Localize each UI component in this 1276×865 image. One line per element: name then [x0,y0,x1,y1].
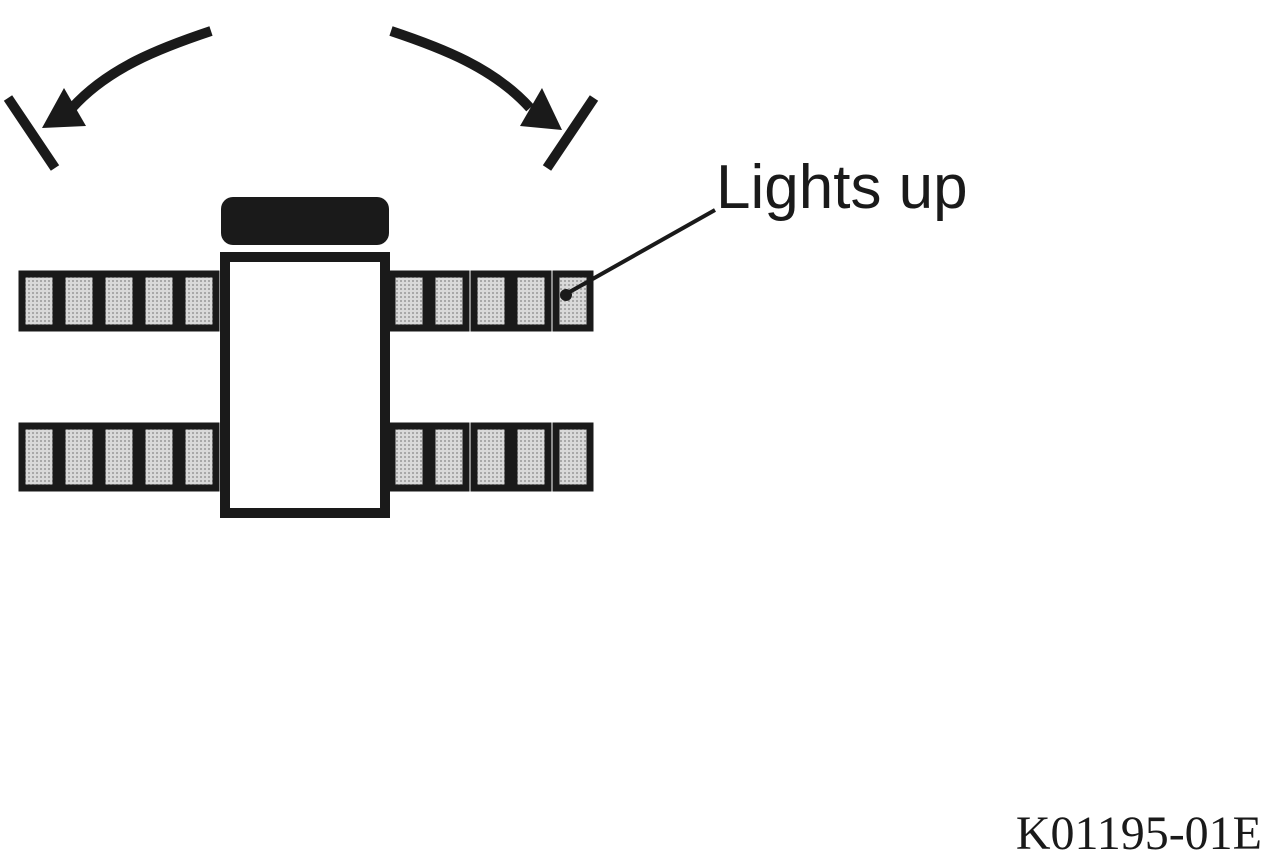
top-segment-8 [470,270,512,332]
bottom-segment-5 [178,422,220,492]
bottom-segment-6 [388,422,430,492]
bottom-segment-4 [138,422,180,492]
top-segment-9 [510,270,552,332]
lit-segment-dot [560,289,572,301]
top-segment-4 [138,270,180,332]
pointer-head [221,197,389,245]
figure-id: K01195-01E [1015,807,1262,860]
callout-leader-line [565,208,716,296]
bottom-segment-row [18,422,594,492]
bottom-segment-7 [428,422,470,492]
bottom-segment-9 [510,422,552,492]
bottom-segment-1 [18,422,60,492]
top-segment-row [18,270,594,332]
top-segment-5 [178,270,220,332]
curved-arrow-left-icon [42,26,213,128]
bottom-segment-8 [470,422,512,492]
bottom-segment-10 [552,422,594,492]
callout-label: Lights up [716,153,968,222]
top-segment-3 [98,270,140,332]
bottom-segment-2 [58,422,100,492]
pointer-body [220,252,390,518]
bottom-segment-3 [98,422,140,492]
top-segment-7 [428,270,470,332]
curved-arrow-right-icon [389,26,562,130]
top-segment-2 [58,270,100,332]
left-limit-mark [3,95,60,171]
right-limit-mark [542,95,599,171]
top-segment-6 [388,270,430,332]
top-segment-1 [18,270,60,332]
